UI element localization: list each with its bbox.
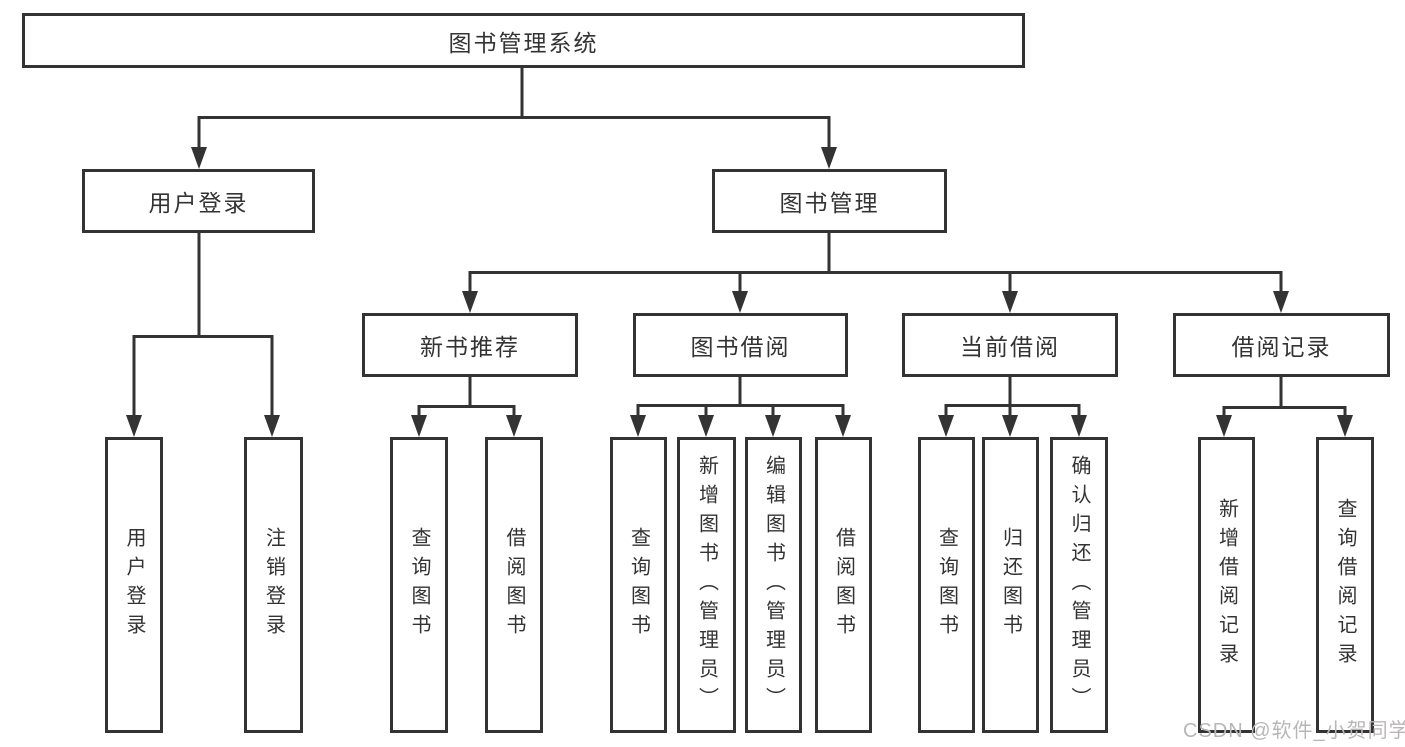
connector-line xyxy=(468,233,1283,295)
leaf-label: 查询图书 xyxy=(627,527,650,643)
leaf-records-query-record: 查询借阅记录 xyxy=(1316,437,1374,733)
connector-arrowhead xyxy=(835,415,851,437)
leaf-label: 查询图书 xyxy=(408,527,430,643)
connector-arrowhead xyxy=(732,291,748,313)
node-root: 图书管理系统 xyxy=(22,13,1025,68)
leaf-label: 查询借阅记录 xyxy=(1334,498,1356,672)
connector-arrowhead xyxy=(698,415,714,437)
node-current-borrowing: 当前借阅 xyxy=(902,313,1118,377)
connector-arrowhead xyxy=(126,415,142,437)
connector-arrowhead xyxy=(1071,415,1087,437)
connector-arrowhead xyxy=(1273,291,1289,313)
connector-arrowhead xyxy=(506,415,522,437)
leaf-borrowing-edit-book-admin: 编辑图书（管理员） xyxy=(745,437,802,733)
connector-arrowhead xyxy=(1216,415,1232,437)
connector-arrowhead xyxy=(264,415,280,437)
leaf-label: 查询图书 xyxy=(935,527,958,643)
connector-line xyxy=(132,233,274,418)
connector-arrowhead xyxy=(411,415,427,437)
connector-arrowhead xyxy=(1002,415,1018,437)
connector-line xyxy=(417,377,516,418)
leaf-current-return-book: 归还图书 xyxy=(982,437,1039,733)
leaf-records-add-record: 新增借阅记录 xyxy=(1198,437,1255,733)
leaf-borrowing-add-book-admin: 新增图书（管理员） xyxy=(677,437,736,733)
leaf-label: 注销登录 xyxy=(262,527,285,643)
connector-line xyxy=(1222,377,1347,418)
node-user-login: 用户登录 xyxy=(82,169,315,233)
leaf-current-confirm-return-admin: 确认归还（管理员） xyxy=(1050,437,1108,733)
connector-arrowhead xyxy=(1337,415,1353,437)
connector-arrowhead xyxy=(1002,291,1018,313)
leaf-label: 新增图书（管理员） xyxy=(695,454,718,716)
leaf-recommend-borrow-book: 借阅图书 xyxy=(485,437,543,733)
node-book-borrowing: 图书借阅 xyxy=(633,313,848,377)
connector-arrowhead xyxy=(630,415,646,437)
leaf-user-login: 用户登录 xyxy=(105,437,163,733)
leaf-label: 借阅图书 xyxy=(832,527,855,643)
node-borrowing-records: 借阅记录 xyxy=(1173,313,1390,377)
node-new-book-recommendation: 新书推荐 xyxy=(362,313,578,377)
connector-line xyxy=(197,68,831,151)
connector-arrowhead xyxy=(462,291,478,313)
leaf-label: 借阅图书 xyxy=(503,527,525,643)
leaf-label: 归还图书 xyxy=(999,527,1022,643)
connector-line xyxy=(944,377,1081,418)
leaf-borrowing-borrow-book: 借阅图书 xyxy=(815,437,872,733)
connector-arrowhead xyxy=(938,415,954,437)
connector-arrowhead xyxy=(765,415,781,437)
connector-arrowhead xyxy=(191,147,207,169)
leaf-label: 确认归还（管理员） xyxy=(1068,454,1090,716)
leaf-label: 用户登录 xyxy=(123,527,145,643)
leaf-label: 新增借阅记录 xyxy=(1215,498,1238,672)
leaf-current-query-book: 查询图书 xyxy=(918,437,975,733)
connector-arrowhead xyxy=(821,147,837,169)
connector-line xyxy=(636,377,845,418)
leaf-recommend-query-book: 查询图书 xyxy=(390,437,448,733)
leaf-label: 编辑图书（管理员） xyxy=(762,454,785,716)
watermark: CSDN @软件_小贺同学 xyxy=(1183,720,1405,742)
leaf-borrowing-query-book: 查询图书 xyxy=(610,437,667,733)
node-book-management: 图书管理 xyxy=(712,169,947,233)
leaf-logout-login: 注销登录 xyxy=(244,437,303,733)
